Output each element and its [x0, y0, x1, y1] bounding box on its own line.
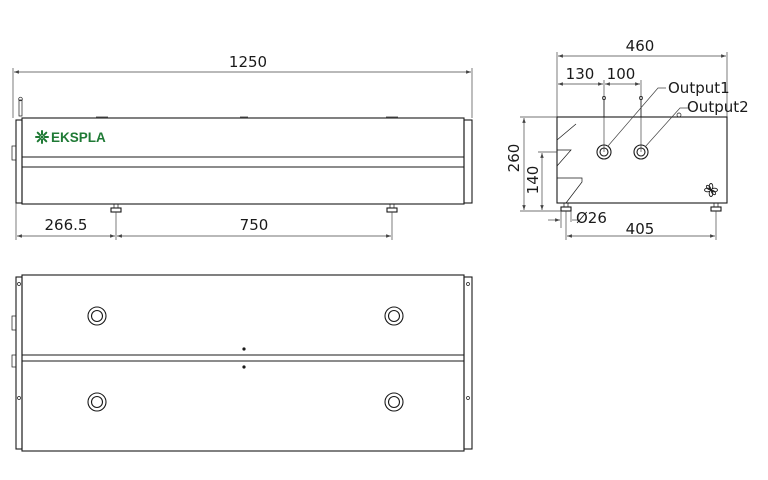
ekspla-logo-icon	[35, 130, 49, 144]
output2-label: Output2	[687, 98, 749, 116]
top-port-2	[384, 306, 404, 326]
output2-port	[633, 144, 649, 160]
side-foot-right	[710, 202, 722, 212]
side-foot-left	[560, 202, 572, 212]
foot-right	[386, 203, 398, 213]
flower-logo-icon	[704, 183, 718, 197]
side-foot-spacing-label: 405	[626, 220, 655, 238]
overall-length-label: 1250	[229, 53, 267, 71]
output-height-label: 140	[524, 166, 542, 195]
output1-label: Output1	[668, 79, 730, 97]
laser-body-top	[21, 274, 465, 452]
top-port-1	[87, 306, 107, 326]
foot-left	[110, 203, 122, 213]
end-cap-left	[15, 119, 23, 204]
output2-leader	[644, 107, 688, 148]
output1-port	[596, 144, 612, 160]
top-port-4	[384, 392, 404, 412]
ekspla-logo-text: EKSPLA	[51, 130, 106, 145]
output-spacing-label: 100	[607, 65, 636, 83]
output1-leader	[607, 87, 666, 147]
foot-diameter-label: Ø26	[576, 209, 607, 227]
top-port-3	[87, 392, 107, 412]
foot-spacing-label: 750	[240, 216, 269, 234]
side-view: 460 130 100 Output1 Output	[505, 37, 749, 240]
ekspla-logo: EKSPLA	[35, 130, 106, 145]
front-view: 1250	[11, 53, 473, 240]
overall-height-label: 260	[505, 144, 523, 173]
overall-width-label: 460	[626, 37, 655, 55]
top-view	[11, 274, 473, 452]
laser-body-side	[556, 116, 728, 204]
end-cap-right	[463, 119, 473, 204]
foot-offset-label: 266.5	[45, 216, 88, 234]
output1-offset-label: 130	[566, 65, 595, 83]
